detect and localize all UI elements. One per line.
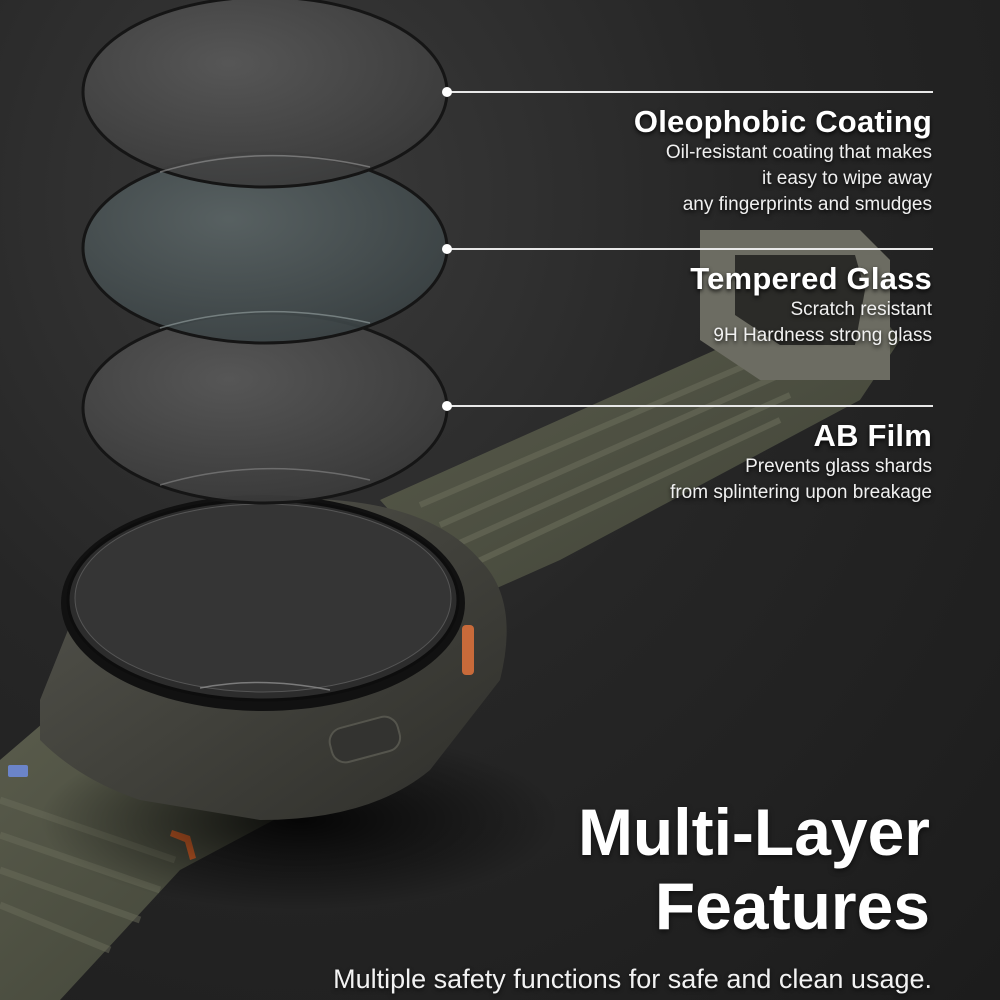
headline-line: Multi-Layer (577, 795, 930, 869)
headline-line: Features (654, 869, 930, 943)
headline: Multi-Layer Features (578, 795, 930, 943)
callout-dot-icon (442, 244, 452, 254)
callout-title: Oleophobic Coating (633, 104, 932, 139)
callout-dot-icon (442, 401, 452, 411)
callout-tempered-glass: Tempered Glass Scratch resistant 9H Hard… (690, 261, 932, 349)
callout-line-tempered (447, 248, 933, 250)
callout-line-ab-film (447, 405, 933, 407)
callout-description-line: Prevents glass shards (745, 456, 932, 477)
callout-title: AB Film (813, 418, 932, 453)
callout-description-line: 9H Hardness strong glass (713, 325, 932, 346)
callout-description-line: any fingerprints and smudges (682, 194, 932, 215)
callout-dot-icon (442, 87, 452, 97)
tagline: Multiple safety functions for safe and c… (333, 964, 932, 994)
callout-description-line: it easy to wipe away (761, 168, 932, 189)
callout-description-line: Oil-resistant coating that makes (665, 142, 932, 163)
callout-title: Tempered Glass (690, 261, 932, 296)
callout-description-line: Scratch resistant (790, 299, 933, 320)
callout-ab-film: AB Film Prevents glass shards from splin… (670, 418, 932, 506)
callout-line-oleophobic (447, 91, 933, 93)
callout-oleophobic: Oleophobic Coating Oil-resistant coating… (634, 104, 932, 218)
callout-description-line: from splintering upon breakage (670, 482, 932, 503)
